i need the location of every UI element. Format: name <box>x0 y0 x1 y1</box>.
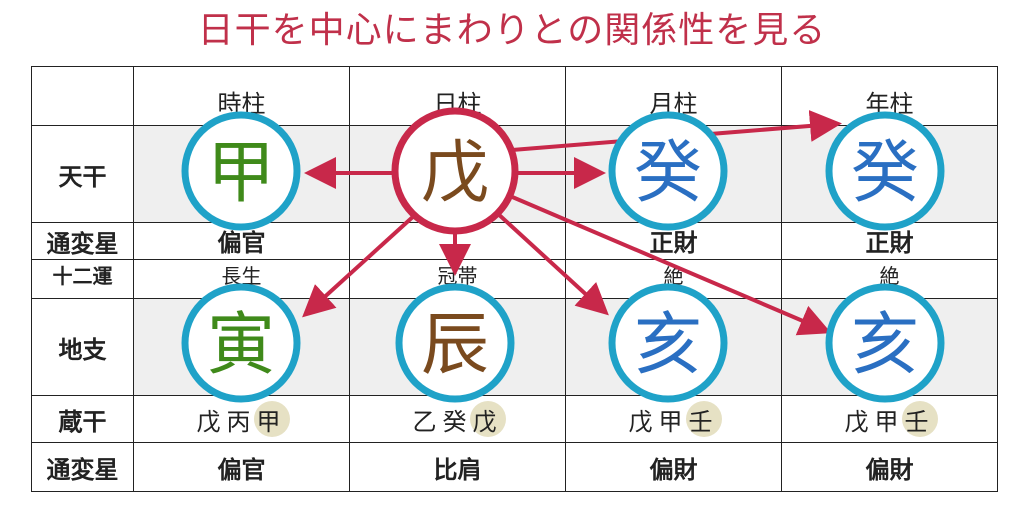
hidden-stem: 甲 <box>658 407 689 436</box>
hidden-stem: 丙 <box>226 407 257 436</box>
tsuhen-top-hour: 偏官 <box>133 222 350 260</box>
hidden-stem-main: 戊 <box>469 401 506 437</box>
corner-cell <box>31 66 134 126</box>
hidden-stems-day: 乙癸戊 <box>349 395 566 443</box>
twelve-year: 絶 <box>781 259 998 299</box>
hidden-stems-hour: 戊丙甲 <box>133 395 350 443</box>
row-label-tsuhen-top: 通変星 <box>31 222 134 260</box>
twelve-fortune-row: 十二運 長生 冠帯 絶 絶 <box>31 259 998 299</box>
hidden-stem: 戊 <box>628 407 659 436</box>
earthly-branch-cell-month <box>565 298 782 396</box>
hidden-stem-main: 壬 <box>685 401 722 437</box>
tsuhen-top-day <box>349 222 566 260</box>
earthly-branch-row: 地支 <box>31 298 998 396</box>
row-label-earthly-branch: 地支 <box>31 298 134 396</box>
pillar-year: 年柱 <box>781 66 998 126</box>
tsuhen-bottom-row: 通変星 偏官 比肩 偏財 偏財 <box>31 442 998 492</box>
tsuhen-bottom-year: 偏財 <box>781 442 998 492</box>
tsuhen-top-year: 正財 <box>781 222 998 260</box>
tsuhen-top-month: 正財 <box>565 222 782 260</box>
hidden-stem: 癸 <box>442 407 473 436</box>
heavenly-stem-cell-hour <box>133 125 350 223</box>
tsuhen-bottom-month: 偏財 <box>565 442 782 492</box>
twelve-month: 絶 <box>565 259 782 299</box>
hidden-stem-main: 甲 <box>253 401 290 437</box>
pillar-day: 日柱 <box>349 66 566 126</box>
row-label-twelve: 十二運 <box>31 259 134 299</box>
tsuhen-bottom-day: 比肩 <box>349 442 566 492</box>
heavenly-stem-cell-month <box>565 125 782 223</box>
pillar-month: 月柱 <box>565 66 782 126</box>
tsuhen-top-row: 通変星 偏官 正財 正財 <box>31 222 998 260</box>
hidden-stem: 戊 <box>844 407 875 436</box>
row-label-heavenly-stem: 天干 <box>31 125 134 223</box>
pillar-hour: 時柱 <box>133 66 350 126</box>
hidden-stem: 甲 <box>874 407 905 436</box>
earthly-branch-cell-day <box>349 298 566 396</box>
tsuhen-bottom-hour: 偏官 <box>133 442 350 492</box>
hidden-stem: 戊 <box>196 407 227 436</box>
twelve-hour: 長生 <box>133 259 350 299</box>
hidden-stems-row: 蔵干 戊丙甲 乙癸戊 戊甲壬 戊甲壬 <box>31 395 998 443</box>
hidden-stem-main: 壬 <box>901 401 938 437</box>
twelve-day: 冠帯 <box>349 259 566 299</box>
page-title: 日干を中心にまわりとの関係性を見る <box>197 10 827 51</box>
heavenly-stem-cell-year <box>781 125 998 223</box>
hidden-stems-month: 戊甲壬 <box>565 395 782 443</box>
earthly-branch-cell-hour <box>133 298 350 396</box>
heavenly-stem-row: 天干 <box>31 125 998 223</box>
row-label-tsuhen-bottom: 通変星 <box>31 442 134 492</box>
earthly-branch-cell-year <box>781 298 998 396</box>
hidden-stem: 乙 <box>412 407 443 436</box>
chart-table: 時柱 日柱 月柱 年柱 天干 通変星 偏官 正財 正財 十二運 長生 冠帯 絶 … <box>31 66 998 492</box>
heavenly-stem-cell-day <box>349 125 566 223</box>
row-label-hidden-stems: 蔵干 <box>31 395 134 443</box>
hidden-stems-year: 戊甲壬 <box>781 395 998 443</box>
pillar-header-row: 時柱 日柱 月柱 年柱 <box>31 66 998 126</box>
